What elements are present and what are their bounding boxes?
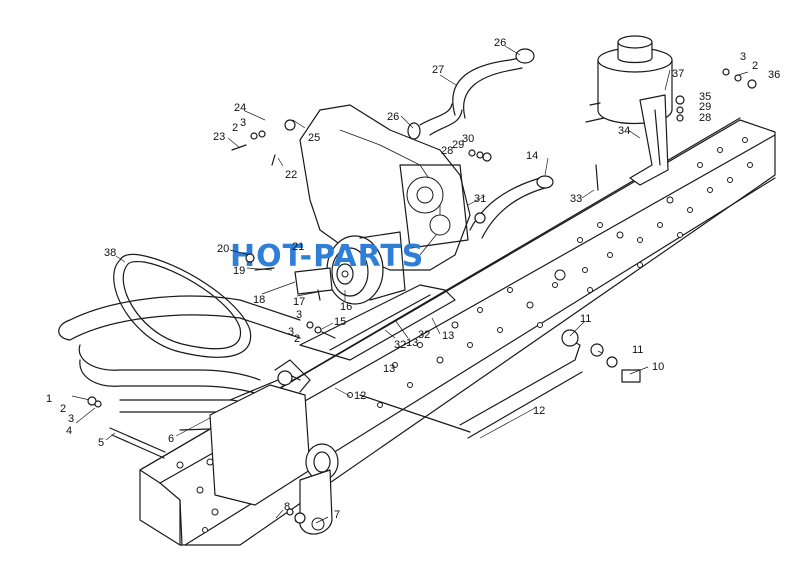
power-steering-pump (326, 231, 406, 305)
callout-11a: 11 (580, 313, 591, 325)
callout-14: 14 (526, 150, 538, 162)
pump-bracket (294, 267, 333, 301)
callout-3c: 3 (740, 51, 746, 63)
callout-2b: 2 (232, 122, 238, 134)
callout-17: 17 (293, 296, 305, 308)
reservoir-hoses (407, 48, 554, 239)
callout-32a: 32 (394, 339, 406, 351)
callout-2c: 2 (752, 60, 758, 72)
reservoir-bracket (629, 94, 669, 186)
engine-timing-cover (299, 104, 471, 271)
callout-2: 2 (60, 403, 66, 415)
drag-link-rods (299, 284, 604, 439)
pitman-arm (299, 469, 333, 535)
callout-29b: 29 (699, 101, 711, 113)
callout-5: 5 (98, 437, 104, 449)
drive-belt (113, 253, 252, 358)
callout-22: 22 (285, 169, 297, 181)
callout-13b: 13 (406, 337, 418, 349)
callout-3e: 3 (296, 309, 302, 321)
callout-29: 29 (452, 139, 464, 151)
callout-31: 31 (474, 193, 486, 205)
callout-1: 1 (46, 393, 52, 405)
callout-34: 34 (618, 125, 630, 137)
frame-holes (176, 137, 753, 533)
callout-26a: 26 (387, 111, 399, 123)
callout-26b: 26 (494, 37, 506, 49)
part-callouts: 1 2 3 4 5 6 7 8 9 10 11 11 12 12 13 13 1… (46, 37, 780, 525)
callout-6: 6 (168, 433, 174, 445)
oil-cooler-tubes (58, 295, 301, 431)
callout-15: 15 (334, 316, 346, 328)
watermark: HOT-PARTS (230, 239, 424, 274)
callout-7: 7 (334, 509, 340, 521)
callout-4: 4 (66, 425, 72, 437)
callout-12b: 12 (354, 390, 366, 402)
callout-36: 36 (768, 69, 780, 81)
callout-8: 8 (284, 501, 290, 513)
steering-gear-box (209, 359, 339, 506)
callout-20: 20 (217, 243, 229, 255)
callout-33: 33 (570, 193, 582, 205)
callout-25: 25 (308, 132, 320, 144)
callout-3d: 3 (288, 326, 294, 338)
callout-23: 23 (213, 131, 225, 143)
fasteners (87, 68, 757, 524)
callout-21: 21 (292, 241, 304, 253)
callout-24: 24 (234, 102, 246, 114)
callout-11b: 11 (632, 344, 643, 356)
bolt-5 (109, 427, 166, 459)
callout-32b: 32 (418, 329, 430, 341)
callout-13a: 13 (383, 363, 395, 375)
callout-37: 37 (672, 68, 684, 80)
callout-35: 35 (699, 91, 711, 103)
callout-18: 18 (253, 294, 265, 306)
callout-28: 28 (441, 145, 453, 157)
callout-30: 30 (462, 133, 474, 145)
callout-3: 3 (68, 413, 74, 425)
callout-3b: 3 (240, 117, 246, 129)
bolt-10 (621, 369, 641, 383)
callout-27: 27 (432, 64, 444, 76)
callout-12a: 12 (533, 405, 545, 417)
oil-reservoir (585, 35, 673, 124)
callout-10: 10 (652, 361, 664, 373)
callout-13c: 13 (442, 330, 454, 342)
callout-16: 16 (340, 301, 352, 313)
callout-19: 19 (233, 265, 245, 277)
callout-2d: 2 (294, 333, 300, 345)
callout-28b: 28 (699, 112, 711, 124)
callout-38: 38 (104, 247, 116, 259)
